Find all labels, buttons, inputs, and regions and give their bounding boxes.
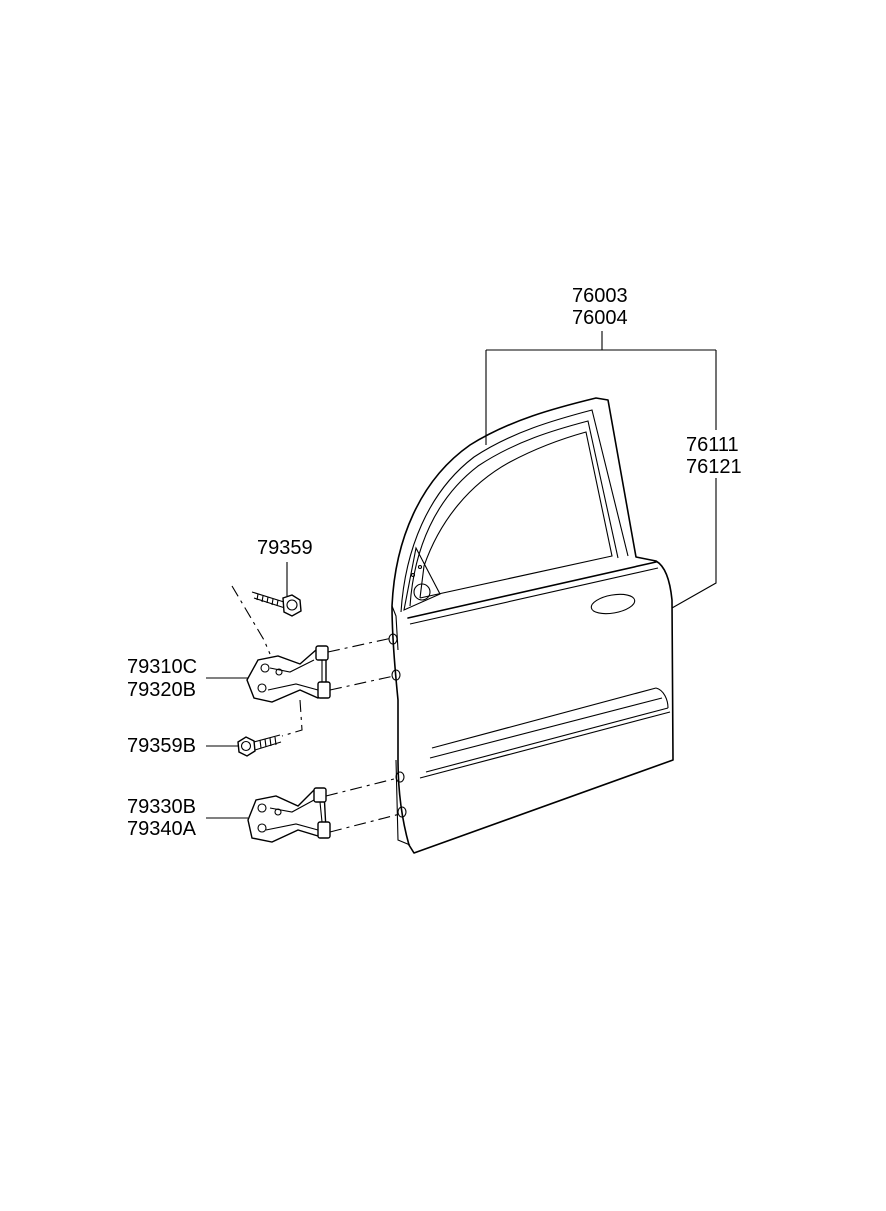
label-upper-bolt: 79359 xyxy=(257,537,313,559)
upper-bolt-drawing xyxy=(251,591,302,617)
door-shell xyxy=(388,397,674,854)
lower-hinge-drawing xyxy=(247,787,331,843)
lower-bolt-drawing xyxy=(237,734,282,757)
label-upper-hinge-1: 79310C xyxy=(127,656,198,678)
leader-lines xyxy=(206,331,717,819)
label-door-panel-2: 76121 xyxy=(686,456,742,478)
label-lower-hinge-1: 79330B xyxy=(127,796,196,818)
assembly-lines xyxy=(231,585,401,833)
label-door-assembly-1: 76003 xyxy=(572,285,628,307)
label-lower-bolt: 79359B xyxy=(127,735,196,757)
upper-hinge-drawing xyxy=(246,645,331,703)
label-upper-hinge-2: 79320B xyxy=(127,679,196,701)
label-lower-hinge-2: 79340A xyxy=(127,818,196,840)
label-door-assembly-2: 76004 xyxy=(572,307,628,329)
label-door-panel-1: 76111 xyxy=(686,434,739,456)
